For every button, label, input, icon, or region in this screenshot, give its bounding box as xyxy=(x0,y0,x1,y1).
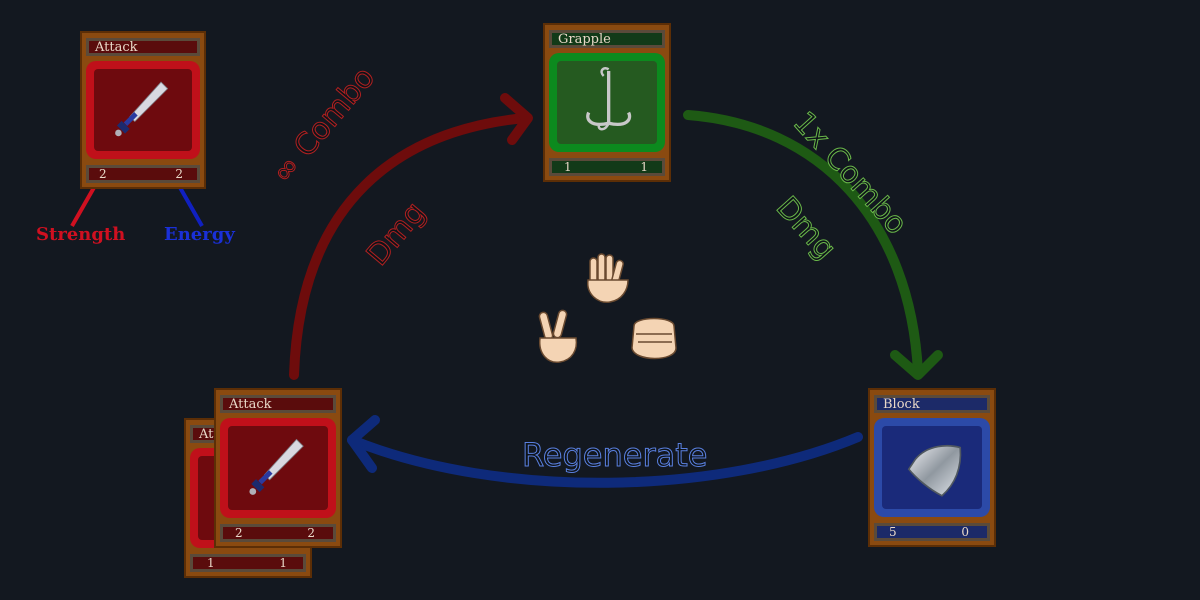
energy-label: Energy xyxy=(164,224,235,245)
energy-value: 2 xyxy=(307,526,315,540)
attack-card-top[interactable]: Attack 2 2 xyxy=(80,31,206,189)
grapple-card[interactable]: Grapple 1 1 xyxy=(543,23,671,182)
scissors-hand-icon xyxy=(538,309,578,363)
strength-value: 2 xyxy=(99,167,107,181)
energy-connector xyxy=(176,183,204,227)
green-arrowhead xyxy=(890,350,943,380)
strength-value: 2 xyxy=(235,526,243,540)
strength-connector xyxy=(70,183,98,227)
grappling-hook-icon xyxy=(586,66,632,131)
card-title: Attack xyxy=(86,38,200,56)
energy-value: 2 xyxy=(175,167,183,181)
red-arrowhead xyxy=(500,93,533,145)
blue-arrowhead xyxy=(347,415,380,473)
blue-arrow xyxy=(347,432,863,488)
card-title: Attack xyxy=(220,395,336,413)
sword-icon xyxy=(249,438,304,495)
energy-value: 1 xyxy=(640,160,648,174)
energy-value: 0 xyxy=(961,525,969,539)
energy-value: 1 xyxy=(279,556,287,570)
block-card[interactable]: Block 5 0 xyxy=(868,388,996,547)
strength-label: Strength xyxy=(36,224,126,245)
sword-icon xyxy=(115,81,169,137)
card-title: Block xyxy=(874,395,990,413)
rock-hand-icon xyxy=(631,317,677,360)
strength-value: 1 xyxy=(207,556,215,570)
shield-icon xyxy=(907,445,962,497)
card-title: Grapple xyxy=(549,30,665,48)
paper-hand-icon xyxy=(587,253,629,303)
strength-value: 5 xyxy=(889,525,897,539)
green-arrow xyxy=(683,110,923,377)
attack-card-front[interactable]: Attack 2 2 xyxy=(214,388,342,548)
strength-value: 1 xyxy=(564,160,572,174)
regenerate-label: Regenerate xyxy=(521,436,708,475)
red-arrow xyxy=(289,113,530,380)
